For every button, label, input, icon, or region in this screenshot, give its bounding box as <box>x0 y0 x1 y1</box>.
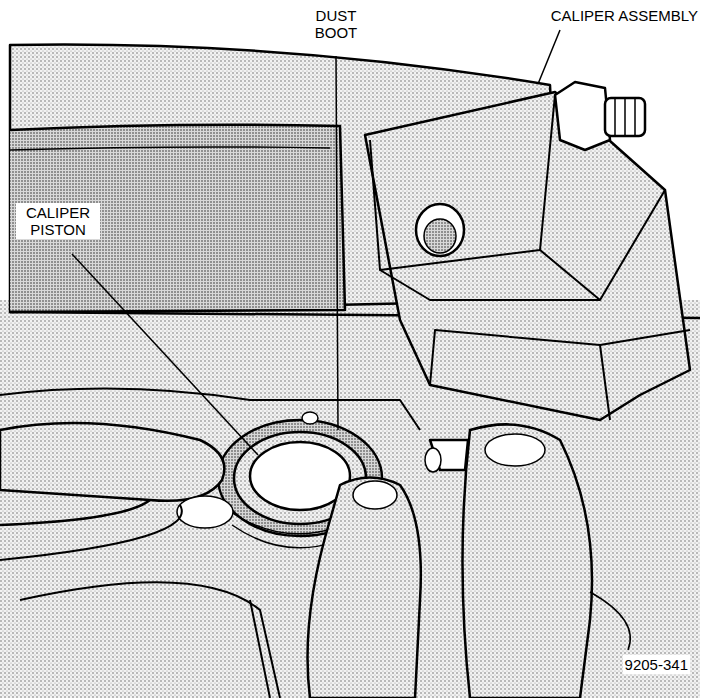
figure-number: 9205-341 <box>623 655 690 674</box>
part-label: CALIPER ASSEMBLY <box>549 6 700 25</box>
part-label: DUST BOOT <box>299 6 373 42</box>
part-label: CALIPER PISTON <box>16 203 100 239</box>
